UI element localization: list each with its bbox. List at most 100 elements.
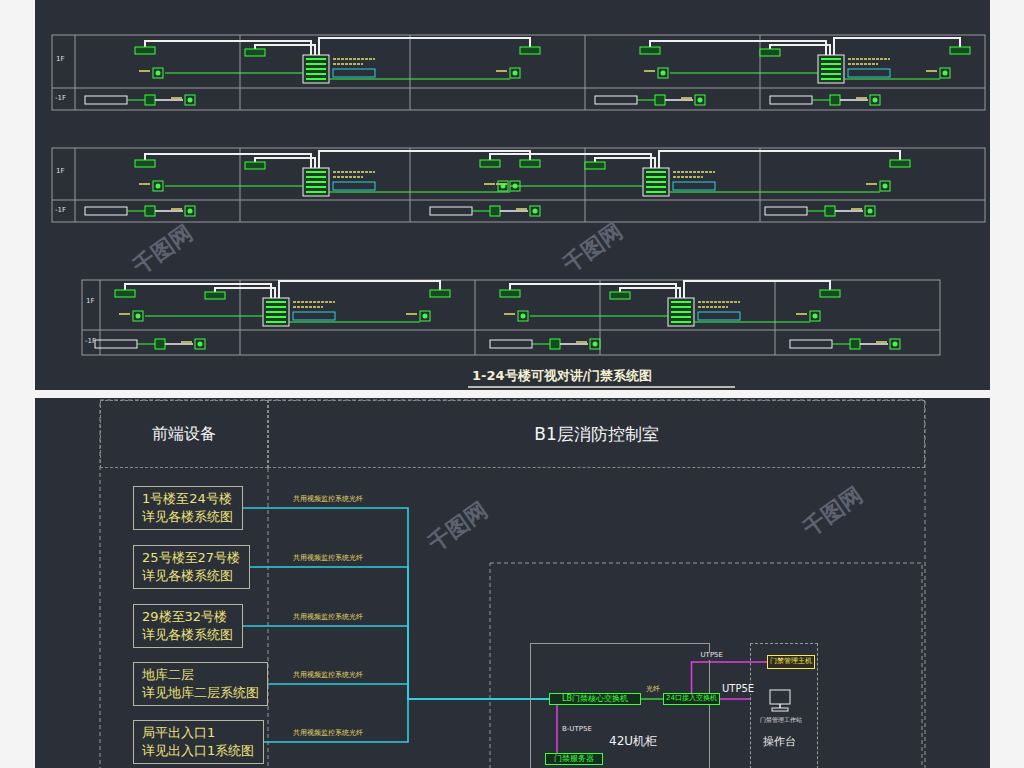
device-icon-dot (521, 314, 526, 319)
container-label: 操作台 (763, 735, 796, 748)
device-icon (880, 181, 890, 191)
door-station (115, 290, 135, 297)
computer-keyboard (772, 708, 788, 711)
device-group-box: 25号楼至27号楼 详见各楼系统图 (133, 545, 250, 589)
device-group-box: 地库二层 详见地库二层系统图 (133, 662, 268, 706)
signal-wire (137, 344, 155, 345)
cable-connector (243, 626, 549, 699)
drawing-panel (35, 398, 990, 768)
door-station (520, 160, 540, 167)
edge-label: 光纤 (645, 686, 661, 694)
device-icon (940, 68, 950, 78)
riser-cable (684, 281, 830, 298)
basement-device (85, 207, 127, 215)
header-cell: B1层消防控制室 (268, 400, 925, 468)
edge-label: 共用视频监控系统光纤 (292, 496, 364, 504)
signal-wire (127, 100, 145, 101)
tiny-text-mark (139, 70, 150, 72)
floor-label: 1F (56, 56, 64, 64)
terminal-strip (266, 301, 286, 303)
terminal-strip (306, 176, 326, 178)
signal-wire (832, 344, 850, 345)
terminal-strip (821, 63, 841, 65)
device-icon (153, 181, 163, 191)
floor-label: 1F (56, 168, 64, 176)
basement-device (95, 340, 137, 348)
door-station (760, 49, 780, 56)
riser-cable (560, 343, 588, 345)
device-icon-dot (501, 184, 506, 189)
header-cell: 前端设备 (100, 400, 268, 468)
terminal-strip (306, 186, 326, 188)
drawing-panel (35, 0, 990, 390)
building-divider (585, 148, 586, 222)
system-row-frame (82, 280, 940, 355)
signal-wire (329, 79, 510, 80)
tiny-text-mark (293, 306, 323, 308)
tiny-text-mark (673, 171, 715, 173)
node-label: 门禁管理主机 (770, 658, 812, 666)
edge-label: UTP5E (700, 652, 725, 660)
basement-terminal (155, 339, 165, 349)
tiny-text-mark (516, 208, 527, 210)
computer-monitor (770, 690, 790, 704)
device-icon-dot (943, 71, 948, 76)
tiny-text-mark (576, 341, 587, 343)
tiny-text-mark (926, 70, 937, 72)
computer-stand (779, 704, 781, 708)
label-column-line (75, 35, 76, 110)
node-label: LB门禁核心交换机 (562, 695, 628, 704)
door-station (820, 290, 840, 297)
signal-wire (669, 192, 880, 193)
floor-label: -1F (85, 338, 96, 346)
column-divider (268, 468, 269, 768)
basement-terminal (145, 95, 155, 105)
terminal-strip (306, 58, 326, 60)
label-column-line (75, 148, 76, 222)
basement-device (770, 96, 812, 104)
signal-wire (145, 316, 263, 317)
distribution-box (263, 298, 289, 326)
device-icon (498, 181, 508, 191)
device-icon (810, 311, 820, 321)
tiny-text-mark (333, 171, 375, 173)
basement-terminal (825, 206, 835, 216)
riser-cable (860, 343, 888, 345)
tiny-text-mark (484, 183, 495, 185)
device-icon-dot (156, 71, 161, 76)
door-station (890, 160, 910, 167)
device-icon (185, 95, 195, 105)
riser-cable (165, 343, 193, 345)
terminal-strip (266, 311, 286, 313)
device-icon-dot (423, 314, 428, 319)
tiny-text-mark (333, 63, 363, 65)
device-group-box: 29楼至32号楼 详见各楼系统图 (133, 604, 243, 648)
tiny-text-mark (181, 341, 192, 343)
device-icon-dot (136, 314, 141, 319)
riser-cable (155, 99, 183, 101)
building-divider (760, 148, 761, 222)
device-icon (153, 68, 163, 78)
tiny-text-mark (406, 313, 417, 315)
riser-cable (125, 284, 271, 298)
cable-connector (641, 698, 663, 699)
terminal-strip (266, 316, 286, 318)
distribution-box (303, 55, 329, 83)
basement-device (790, 340, 832, 348)
device-icon (420, 311, 430, 321)
tiny-text-mark (848, 58, 890, 60)
door-station (610, 292, 630, 299)
device-icon (518, 311, 528, 321)
edge-label: 共用视频监控系统光纤 (292, 614, 364, 622)
node-label: 24口接入交换机 (666, 695, 717, 703)
tiny-text-mark (848, 63, 878, 65)
power-supply-box (848, 69, 890, 77)
terminal-strip (821, 68, 841, 70)
terminal-strip (646, 171, 666, 173)
basement-device (595, 96, 637, 104)
tiny-text-mark (333, 176, 363, 178)
cable-connector (250, 567, 549, 699)
basement-terminal (850, 339, 860, 349)
riser-cable (650, 41, 826, 55)
power-supply-box (333, 69, 375, 77)
